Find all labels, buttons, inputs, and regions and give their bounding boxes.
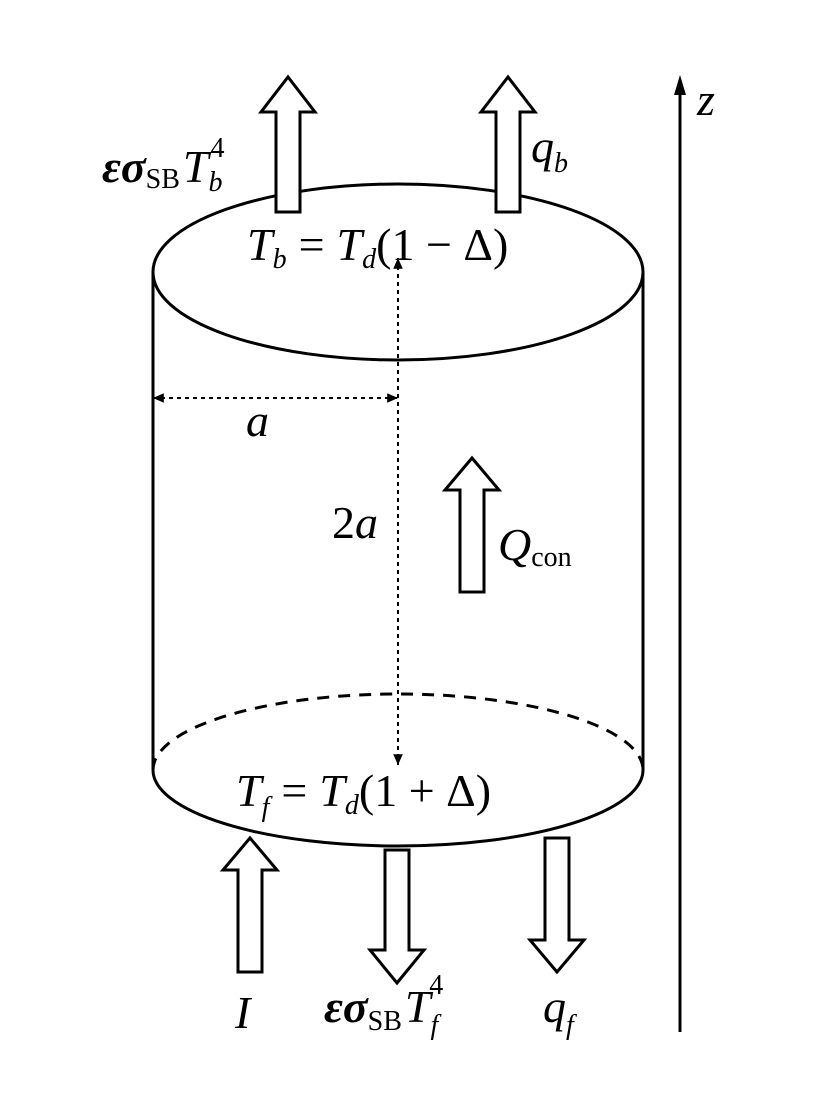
bottom-emission-arrow [366, 848, 428, 986]
bottom-q-label: qf [543, 981, 577, 1041]
conduction-label: Qcon [498, 519, 572, 573]
cylinder-bottom-back-arc [151, 692, 645, 771]
bottom-q-arrow [526, 836, 588, 975]
top-left-emission-label: εσSBTb4 [102, 133, 225, 198]
cylinder-bottom-front-arc [151, 769, 645, 848]
z-axis-label: z [696, 74, 715, 125]
eps-sigma-symbol: εσ [102, 141, 147, 192]
top-right-q-label: qb [531, 121, 568, 179]
bottom-incoming-I-arrow [219, 835, 281, 974]
top-temperature-label: Tb=Td(1 − Δ) [247, 219, 508, 275]
top-left-emission-arrow [257, 74, 319, 214]
conduction-arrow [441, 455, 503, 594]
bottom-I-label: I [234, 987, 253, 1038]
height-label: 2a [332, 497, 378, 548]
top-right-q-arrow [477, 74, 539, 214]
bottom-emission-label: εσSBTf4 [324, 970, 443, 1041]
bottom-temperature-label: Tf=Td(1 + Δ) [236, 765, 491, 823]
z-axis-arrowhead [674, 75, 686, 95]
radius-label: a [246, 395, 269, 446]
